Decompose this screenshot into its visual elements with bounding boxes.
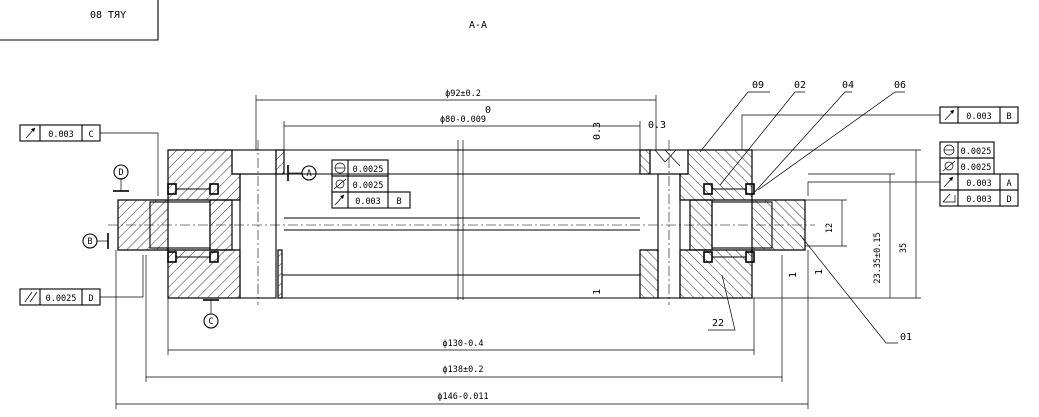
section-label: A-A xyxy=(469,20,487,31)
left-parallel-frame: 0.0025 D xyxy=(19,255,144,306)
svg-text:0.003: 0.003 xyxy=(966,195,992,205)
svg-text:23.35±0.15: 23.35±0.15 xyxy=(873,232,883,283)
lower-ring xyxy=(167,249,753,299)
svg-text:02: 02 xyxy=(794,80,806,91)
title-block: YRT 80 xyxy=(0,0,159,41)
svg-text:B: B xyxy=(87,237,92,247)
dim-h12: 12 xyxy=(805,199,847,247)
part-number: YRT 80 xyxy=(90,10,126,21)
dim-d146: ϕ146-0.011 xyxy=(115,250,809,409)
svg-text:ϕ92±0.2: ϕ92±0.2 xyxy=(445,89,481,99)
svg-text:22: 22 xyxy=(712,318,724,329)
svg-text:ϕ80-0.009: ϕ80-0.009 xyxy=(440,115,486,125)
svg-text:06: 06 xyxy=(894,80,906,91)
dim-d138: ϕ138±0.2 xyxy=(145,255,783,382)
svg-text:A: A xyxy=(306,169,311,179)
dim-d92: ϕ92±0.2 xyxy=(255,89,657,150)
inner-ring-right xyxy=(689,183,806,263)
svg-text:1: 1 xyxy=(814,269,825,275)
svg-text:ϕ130-0.4: ϕ130-0.4 xyxy=(443,339,484,349)
svg-text:0.003: 0.003 xyxy=(966,112,992,122)
svg-text:0.0025: 0.0025 xyxy=(353,181,384,191)
callouts: 09 02 04 06 01 22 xyxy=(699,80,912,344)
svg-text:C: C xyxy=(88,130,93,140)
svg-text:0.0025: 0.0025 xyxy=(961,163,992,173)
right-top-runout-frame: 0.003 B xyxy=(741,106,1019,150)
svg-text:09: 09 xyxy=(752,80,764,91)
svg-text:0.0025: 0.0025 xyxy=(46,294,77,304)
svg-text:0.0025: 0.0025 xyxy=(353,165,384,175)
datum-a: A xyxy=(287,165,317,181)
bolt-right xyxy=(649,140,689,305)
dim-h23: 23.35±0.15 xyxy=(808,173,895,298)
svg-text:0: 0 xyxy=(485,105,491,116)
svg-text:0.3: 0.3 xyxy=(592,122,603,140)
left-runout-frame: 0.003 C xyxy=(19,124,159,196)
svg-text:0.0025: 0.0025 xyxy=(961,147,992,157)
datum-b: B xyxy=(82,233,109,249)
datum-c: C xyxy=(203,299,219,329)
bolt-left xyxy=(231,140,277,305)
svg-text:B: B xyxy=(396,197,401,207)
center-tolerance-frame: 0.0025 0.0025 0.003 B xyxy=(331,159,411,209)
svg-text:0.003: 0.003 xyxy=(966,179,992,189)
svg-text:ϕ146-0.011: ϕ146-0.011 xyxy=(437,392,488,402)
svg-text:D: D xyxy=(88,294,93,304)
svg-text:1: 1 xyxy=(788,272,799,278)
datum-d: D xyxy=(113,164,129,192)
svg-text:1: 1 xyxy=(592,289,603,295)
svg-text:D: D xyxy=(1006,195,1011,205)
bore xyxy=(240,140,640,300)
right-tolerance-frame: 0.0025 0.0025 0.003 A 0.003 D xyxy=(807,141,1019,207)
svg-text:0.003: 0.003 xyxy=(48,130,74,140)
dim-d80: ϕ80-0.009 0 xyxy=(283,105,641,174)
svg-text:0.003: 0.003 xyxy=(355,197,381,207)
svg-text:35: 35 xyxy=(899,243,909,253)
dim-d130: ϕ130-0.4 xyxy=(167,298,755,355)
svg-text:12: 12 xyxy=(825,223,835,233)
svg-text:01: 01 xyxy=(900,332,912,343)
dim-h35: 35 xyxy=(752,149,921,299)
svg-text:B: B xyxy=(1006,112,1011,122)
svg-text:C: C xyxy=(208,317,213,327)
svg-text:D: D xyxy=(118,168,123,178)
svg-text:ϕ138±0.2: ϕ138±0.2 xyxy=(443,365,484,375)
svg-text:04: 04 xyxy=(842,80,854,91)
svg-text:A: A xyxy=(1006,179,1011,189)
svg-text:0.3: 0.3 xyxy=(648,120,666,131)
upper-ring xyxy=(167,149,753,201)
